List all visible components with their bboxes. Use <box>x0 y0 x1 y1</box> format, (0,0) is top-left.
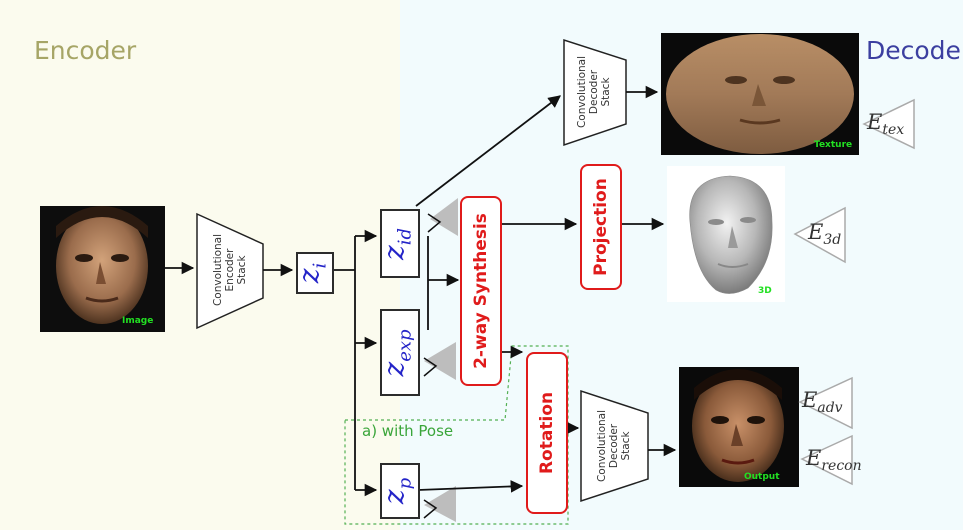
loss-3d-base: E <box>808 220 824 244</box>
latent-z-i: zi <box>292 252 334 294</box>
z-id-base: z <box>377 244 411 260</box>
id-wedge-marker <box>430 198 458 236</box>
loss-adv: Eadv <box>802 388 843 416</box>
z-exp-base: z <box>377 361 411 377</box>
synthesis-label: 2-way Synthesis <box>471 213 491 369</box>
input-image-tag: Image <box>122 316 154 326</box>
3d-loss-triangle <box>793 206 846 264</box>
recon-loss-triangle <box>800 434 853 486</box>
output-face-image <box>679 367 799 487</box>
z-p-sub: p <box>394 477 416 490</box>
tex-loss-triangle <box>862 98 915 150</box>
latent-z-p: zp <box>377 463 420 519</box>
projection-label: Projection <box>591 178 611 276</box>
id-zigzag <box>427 213 442 233</box>
rotation-block: Rotation <box>526 352 568 514</box>
adv-loss-triangle <box>798 376 853 430</box>
encoder-stack-block <box>196 212 264 330</box>
decoder-stack-bottom-block <box>580 389 649 503</box>
loss-recon-base: E <box>806 446 822 470</box>
latent-z-id: zid <box>377 209 420 278</box>
output-image-tag: Output <box>744 472 780 482</box>
loss-recon-sub: recon <box>821 458 862 475</box>
p-wedge-marker <box>424 486 456 522</box>
decoder-stack-top-block <box>563 38 627 147</box>
z-i-sub: i <box>309 262 331 269</box>
pose-group-label: a) with Pose <box>362 422 454 440</box>
decoder-title: Decoder <box>866 36 963 65</box>
loss-recon: Erecon <box>806 446 862 474</box>
rotation-label: Rotation <box>537 391 557 475</box>
p-zigzag <box>423 499 438 519</box>
shape-image-tag: 3D <box>758 286 772 296</box>
exp-wedge-marker <box>424 342 456 380</box>
synthesis-block: 2-way Synthesis <box>460 196 502 386</box>
loss-tex: Etex <box>867 110 904 138</box>
loss-3d: E3d <box>808 220 841 248</box>
texture-map-image <box>661 33 859 155</box>
input-face-image <box>40 206 165 332</box>
z-i-base: z <box>292 268 326 284</box>
loss-3d-sub: 3d <box>823 232 842 249</box>
exp-zigzag <box>423 357 438 377</box>
loss-adv-sub: adv <box>817 400 843 417</box>
encoder-title: Encoder <box>34 36 137 65</box>
pose-group-box <box>344 345 569 525</box>
3d-shape-image <box>667 166 785 302</box>
loss-adv-base: E <box>802 388 818 412</box>
projection-block: Projection <box>580 164 622 290</box>
texture-image-tag: Texture <box>814 140 853 150</box>
loss-tex-base: E <box>867 110 883 134</box>
z-exp-sub: exp <box>394 328 416 362</box>
latent-z-exp: zexp <box>377 309 420 396</box>
loss-tex-sub: tex <box>882 122 905 139</box>
z-p-base: z <box>377 489 411 505</box>
connector-lines <box>165 85 677 497</box>
z-id-sub: id <box>394 227 416 245</box>
